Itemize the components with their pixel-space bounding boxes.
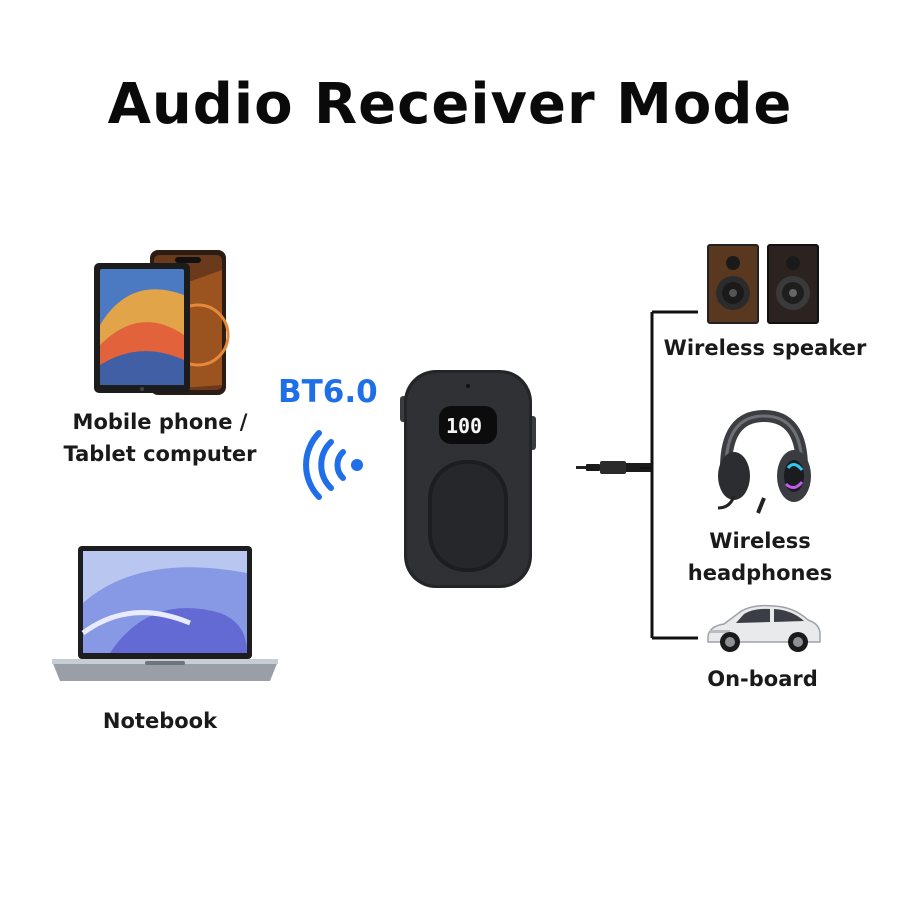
output-bracket-line — [640, 310, 698, 640]
speaker-icon — [707, 244, 819, 324]
output-label-line: Wireless — [709, 529, 811, 553]
source-label-notebook: Notebook — [60, 705, 260, 737]
output-label-on-board: On-board — [660, 663, 865, 695]
source-label-line: Mobile phone / — [72, 410, 248, 434]
output-label-line: On-board — [707, 667, 818, 691]
output-label-wireless-headphones: Wireless headphones — [650, 525, 870, 589]
device-display: 100 — [446, 414, 482, 438]
source-label-line: Tablet computer — [63, 442, 257, 466]
receiver-device: 100 — [400, 370, 536, 588]
phone-tablet-illustration — [94, 250, 230, 395]
car-icon — [707, 604, 821, 652]
output-label-wireless-speaker: Wireless speaker — [650, 332, 880, 364]
bt-version-label: BT6.0 — [278, 374, 378, 410]
tablet-icon — [94, 263, 190, 393]
aux-cable-icon — [576, 461, 652, 474]
output-label-line: Wireless speaker — [663, 336, 867, 360]
bluetooth-wave-icon — [303, 430, 363, 500]
output-label-line: headphones — [687, 561, 833, 585]
laptop-icon — [52, 546, 278, 681]
headphones-icon — [717, 409, 811, 514]
source-label-mobile-tablet: Mobile phone / Tablet computer — [45, 406, 275, 470]
source-label-line: Notebook — [102, 709, 218, 733]
page-title: Audio Receiver Mode — [107, 72, 793, 137]
